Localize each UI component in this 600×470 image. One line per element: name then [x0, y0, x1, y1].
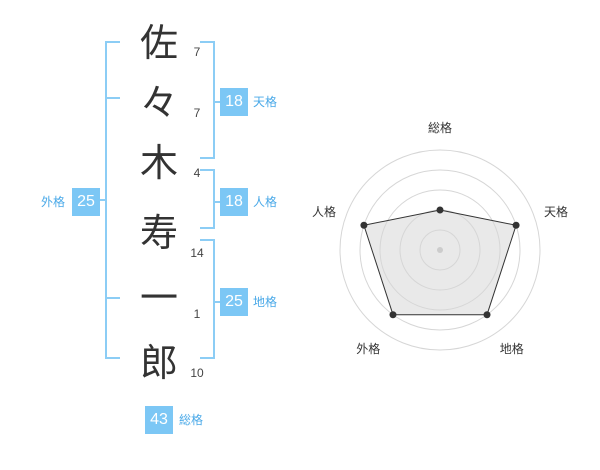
stroke-count-3: 4	[193, 166, 201, 180]
name-char-3: 木	[139, 141, 178, 185]
radar-axis-label-jinkaku: 人格	[311, 205, 336, 220]
radar-point-0	[436, 206, 444, 214]
name-char-4: 寿	[139, 211, 178, 255]
radar-point-2	[483, 311, 491, 319]
stroke-count-4: 14	[190, 246, 204, 260]
radar-point-1	[512, 221, 520, 229]
soukaku-label: 総格	[179, 413, 204, 427]
radar-data-polygon	[363, 209, 517, 316]
tenkaku-value-badge: 18	[220, 88, 248, 116]
radar-axis-label-chikaku: 地格	[499, 341, 524, 356]
soukaku-value-badge: 43	[145, 406, 173, 434]
radar-axis-label-gaikaku: 外格	[356, 341, 381, 356]
stroke-count-2: 7	[193, 106, 201, 120]
radar-point-4	[360, 221, 368, 229]
name-char-2: 々	[139, 81, 178, 125]
radar-axis-label-soukaku: 総格	[428, 121, 453, 135]
jinkaku-value-badge: 18	[220, 188, 248, 216]
stroke-count-1: 7	[193, 45, 201, 59]
jinkaku-bracket	[200, 169, 215, 229]
chikaku-bracket	[200, 239, 215, 359]
stroke-count-5: 1	[193, 307, 201, 321]
tenkaku-label: 天格	[253, 95, 278, 109]
chikaku-label: 地格	[253, 295, 278, 309]
stroke-count-6: 10	[190, 366, 204, 380]
name-char-6: 郎	[139, 341, 178, 385]
name-char-5: 一	[139, 276, 178, 320]
radar-point-3	[389, 311, 397, 319]
radar-axis-label-tenkaku: 天格	[544, 205, 569, 220]
tenkaku-bracket	[200, 41, 215, 159]
radar-center-point	[437, 247, 443, 253]
gaikaku-value-badge: 25	[72, 188, 100, 216]
gaikaku-label: 外格	[41, 195, 66, 209]
name-char-1: 佐	[139, 21, 178, 65]
chikaku-value-badge: 25	[220, 288, 248, 316]
jinkaku-label: 人格	[253, 195, 278, 209]
